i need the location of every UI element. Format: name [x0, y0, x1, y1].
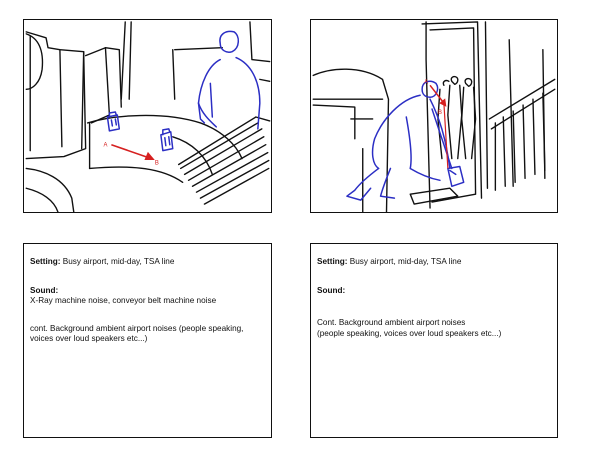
picked-bag [447, 165, 465, 188]
movement-arrow-2 [429, 84, 449, 169]
ambient-line-2-2: (people speaking, voices over loud speak… [317, 328, 502, 338]
ambient-line-1: cont. Background ambient airport noises … [30, 323, 244, 333]
arrow-start-label: A [103, 143, 107, 149]
xray-machine [84, 47, 111, 124]
setting-label-2: Setting: [317, 257, 348, 266]
movement-arrow [111, 143, 155, 160]
tsa-officer-figure [106, 30, 261, 152]
storyboard-panel-1: A B [23, 19, 272, 213]
sound-label-2: Sound: [317, 285, 346, 295]
setting-line: Setting: Busy airport, mid-day, TSA line [30, 257, 266, 268]
arrow-end-label: B [155, 160, 159, 166]
storyboard-panel-2: A B [310, 19, 558, 213]
railing [488, 78, 556, 120]
setting-line-2: Setting: Busy airport, mid-day, TSA line [317, 257, 552, 268]
kneeling-person-figure [346, 80, 465, 201]
storyboard-notes-1: Setting: Busy airport, mid-day, TSA line… [23, 243, 272, 438]
monitor-outline [25, 31, 87, 160]
sound-label: Sound: [30, 285, 59, 295]
doorway [425, 21, 431, 209]
setting-label: Setting: [30, 257, 61, 266]
panel-2-sketch: A B [312, 21, 556, 212]
arrow-end-label-2: B [438, 110, 442, 116]
arrow-start-label-2: A [424, 79, 428, 85]
conveyor-belt [86, 114, 243, 160]
sound-value: X-Ray machine noise, conveyor belt machi… [30, 296, 217, 305]
setting-value: Busy airport, mid-day, TSA line [62, 257, 175, 266]
setting-value-2: Busy airport, mid-day, TSA line [349, 257, 462, 266]
fan-outline [25, 33, 44, 90]
bag-b [160, 128, 174, 152]
ambient-line-2: voices over loud speakers etc...) [30, 334, 148, 343]
storyboard-notes-2: Setting: Busy airport, mid-day, TSA line… [310, 243, 558, 438]
bag-a [106, 111, 121, 132]
panel-1-sketch: A B [25, 21, 271, 212]
queue-people [437, 75, 477, 160]
ambient-line-1-2: Cont. Background ambient airport noises [317, 318, 466, 327]
counter-outline [312, 68, 390, 212]
